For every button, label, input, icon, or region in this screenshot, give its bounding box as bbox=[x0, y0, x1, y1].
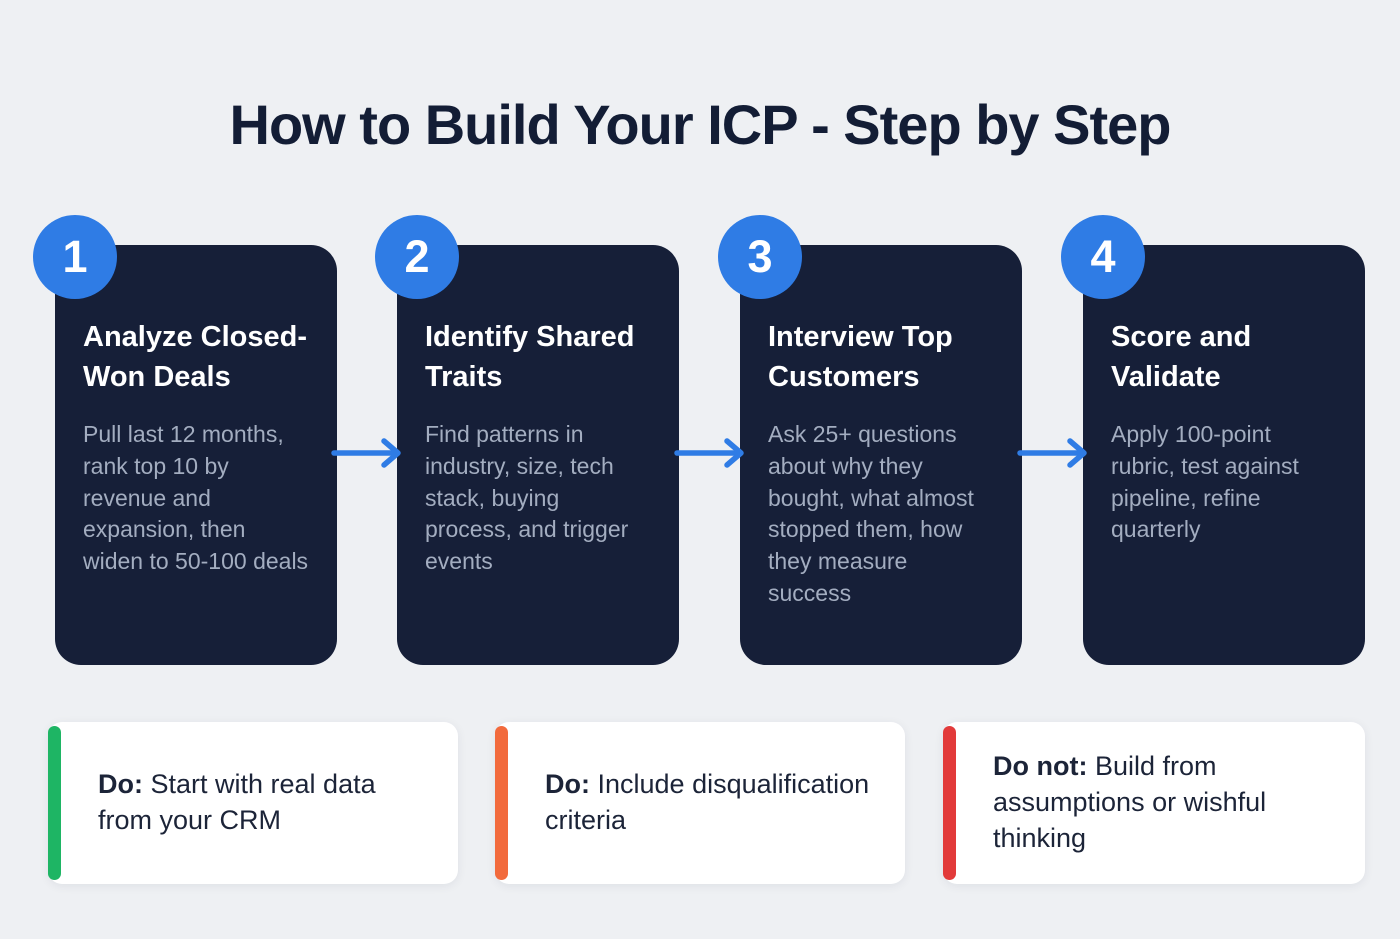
callout-label: Do: bbox=[545, 769, 590, 800]
callout-label: Do: bbox=[98, 769, 143, 800]
arrow-right-icon bbox=[330, 436, 404, 470]
step-card-2: 2 Identify Shared Traits Find patterns i… bbox=[375, 215, 679, 665]
callout-accent-bar bbox=[495, 726, 508, 880]
callout-text: Do: Start with real data from your CRM bbox=[98, 767, 428, 839]
step-title: Analyze Closed-Won Deals bbox=[83, 321, 307, 394]
arrow-right-icon bbox=[673, 436, 747, 470]
arrow-right-icon bbox=[1016, 436, 1090, 470]
callout-card-do-2: Do: Include disqualification criteria bbox=[495, 722, 905, 884]
callout-card-do-not: Do not: Build from assumptions or wishfu… bbox=[943, 722, 1365, 884]
step-card-1: 1 Analyze Closed-Won Deals Pull last 12 … bbox=[33, 215, 337, 665]
step-number-badge: 1 bbox=[33, 215, 117, 299]
callout-body: Build from assumptions or wishful thinki… bbox=[993, 751, 1267, 853]
step-card-4: 4 Score and Validate Apply 100-point rub… bbox=[1061, 215, 1365, 665]
callout-accent-bar bbox=[943, 726, 956, 880]
callout-accent-bar bbox=[48, 726, 61, 880]
step-description: Pull last 12 months, rank top 10 by reve… bbox=[83, 421, 309, 574]
step-description: Ask 25+ questions about why they bought,… bbox=[768, 421, 974, 606]
callout-card-do-1: Do: Start with real data from your CRM bbox=[48, 722, 458, 884]
page-title: How to Build Your ICP - Step by Step bbox=[229, 93, 1172, 156]
callout-body: Start with real data from your CRM bbox=[98, 769, 376, 835]
step-card-3: 3 Interview Top Customers Ask 25+ questi… bbox=[718, 215, 1022, 665]
callout-text: Do: Include disqualification criteria bbox=[545, 767, 875, 839]
step-number-badge: 2 bbox=[375, 215, 459, 299]
callout-body: Include disqualification criteria bbox=[545, 769, 870, 835]
step-description: Find patterns in industry, size, tech st… bbox=[425, 421, 629, 574]
step-number-badge: 3 bbox=[718, 215, 802, 299]
step-title: Identify Shared Traits bbox=[425, 321, 635, 394]
step-title: Score and Validate bbox=[1111, 321, 1252, 394]
callout-text: Do not: Build from assumptions or wishfu… bbox=[993, 749, 1335, 857]
step-number-badge: 4 bbox=[1061, 215, 1145, 299]
step-description: Apply 100-point rubric, test against pip… bbox=[1111, 421, 1299, 543]
callout-label: Do not: bbox=[993, 751, 1088, 782]
step-title: Interview Top Customers bbox=[768, 321, 953, 394]
